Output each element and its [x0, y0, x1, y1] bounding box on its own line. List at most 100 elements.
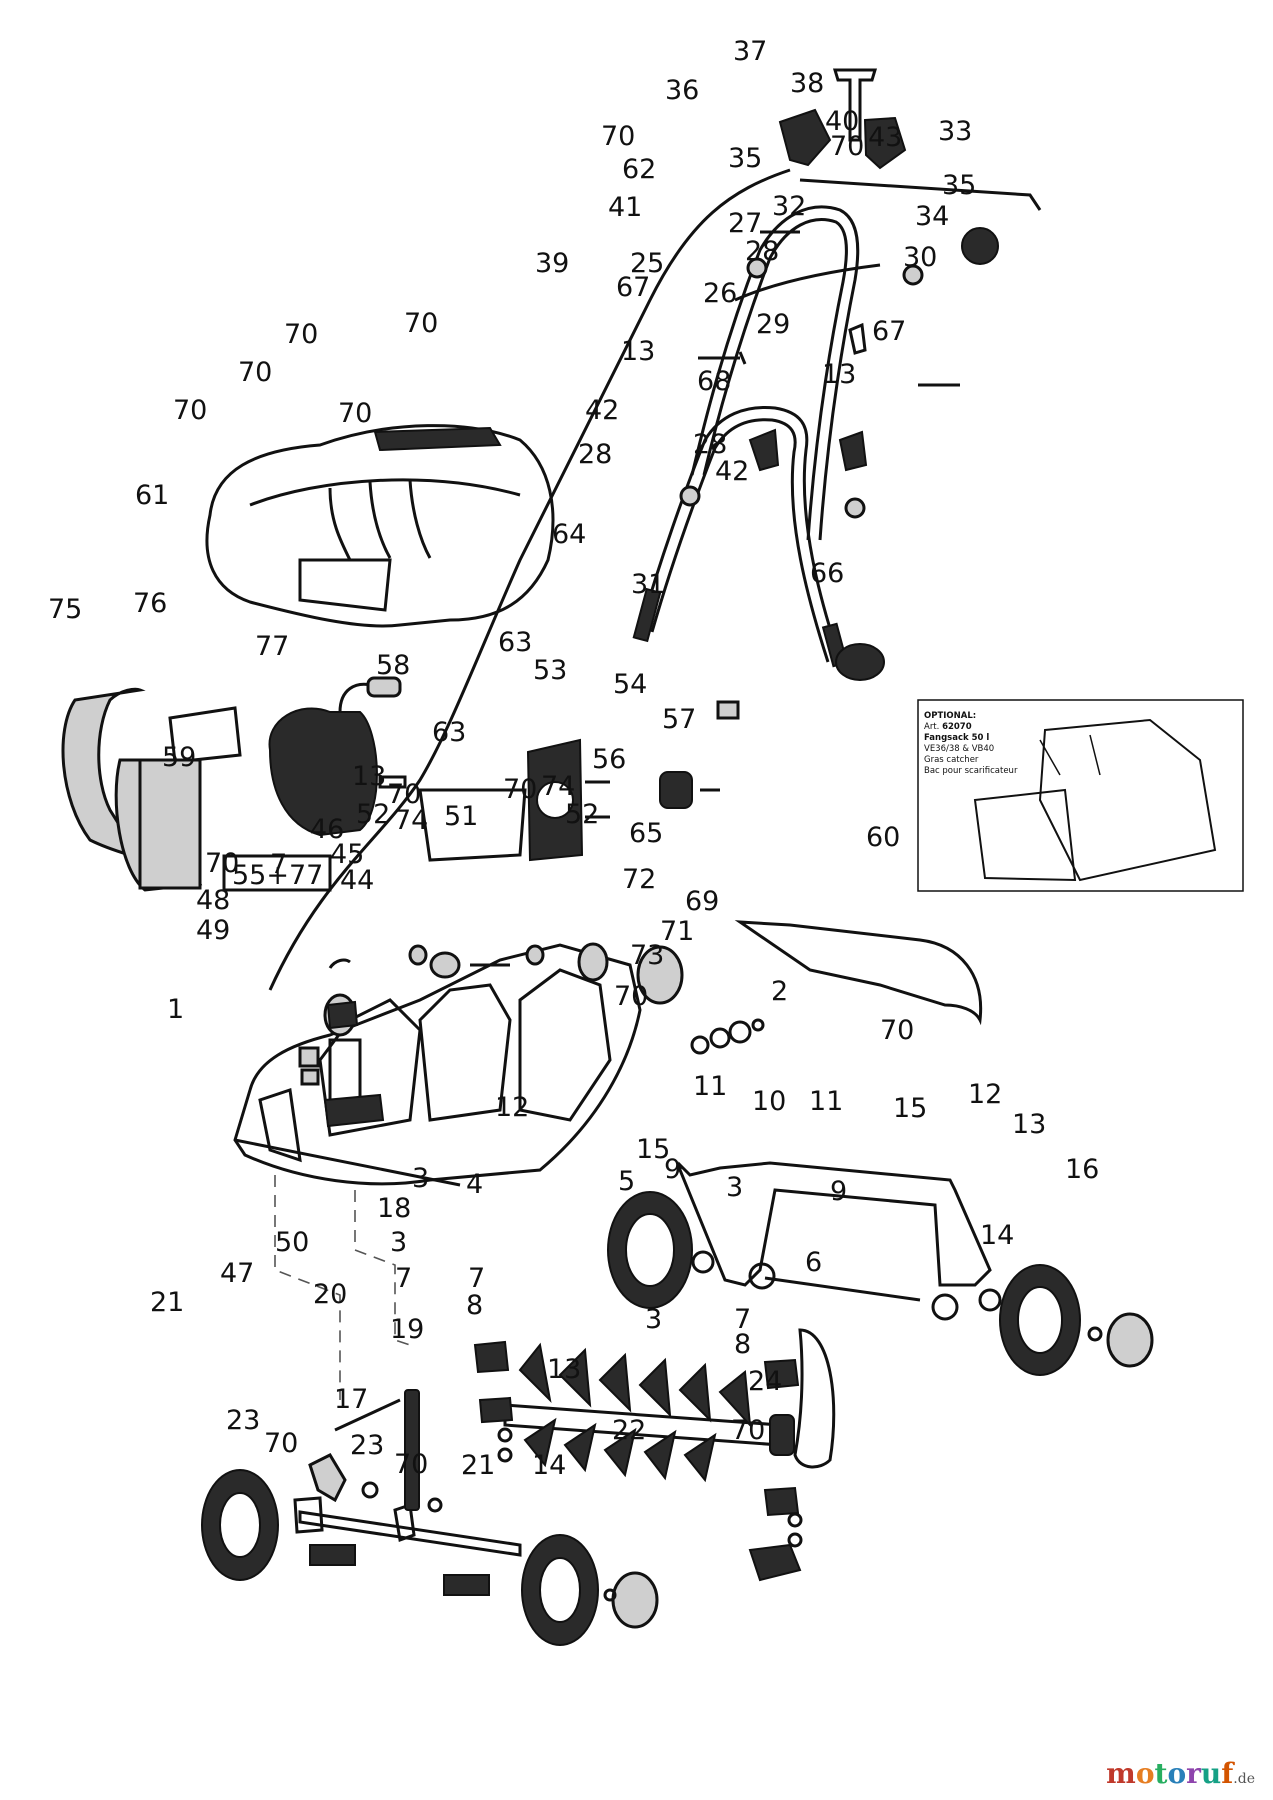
part-label-l70d: 70: [404, 308, 438, 339]
part-label-l38: 38: [790, 68, 824, 99]
watermark-letter: o: [1167, 1757, 1187, 1790]
inset-art-number: 62070: [942, 722, 972, 732]
part-label-l74b: 74: [394, 805, 428, 836]
part-label-l47: 47: [220, 1258, 254, 1289]
part-label-l70j: 70: [205, 848, 239, 879]
part-label-l70k: 70: [614, 981, 648, 1012]
control-cable: [799, 178, 1042, 211]
part-label-l21b: 21: [461, 1450, 495, 1481]
part-label-l21a: 21: [150, 1287, 184, 1318]
part-label-l30: 30: [903, 242, 937, 273]
watermark-letter: u: [1200, 1757, 1222, 1790]
part-label-l70n: 70: [264, 1428, 298, 1459]
part-label-l67b: 67: [872, 316, 906, 347]
part-label-l72: 72: [622, 864, 656, 895]
part-label-l12a: 12: [495, 1092, 529, 1123]
part-label-l34: 34: [915, 201, 949, 232]
rear-flap: [734, 920, 983, 1026]
motor-assembly: [61, 676, 407, 892]
part-label-l26: 26: [703, 278, 737, 309]
inset-line-5: Gras catcher: [924, 755, 979, 765]
part-label-l71: 71: [660, 916, 694, 947]
part-label-l39: 39: [535, 248, 569, 279]
switch-box: [778, 68, 907, 170]
part-label-l48: 48: [196, 885, 230, 916]
part-label-l70a: 70: [830, 131, 864, 162]
part-label-l14b: 14: [532, 1450, 566, 1481]
part-label-l33: 33: [938, 116, 972, 147]
inset-line-3: Fangsack 50 l: [924, 733, 989, 743]
part-label-l5: 5: [618, 1166, 635, 1197]
part-label-l69: 69: [685, 886, 719, 917]
part-label-l9a: 9: [664, 1154, 681, 1185]
watermark-brand: motoruf: [1106, 1757, 1233, 1790]
part-label-l23a: 23: [226, 1405, 260, 1436]
part-label-l44: 44: [340, 865, 374, 896]
part-label-l43: 43: [868, 122, 902, 153]
part-label-l27: 27: [728, 208, 762, 239]
part-label-l54: 54: [613, 669, 647, 700]
part-label-l13b: 13: [822, 359, 856, 390]
part-label-l49: 49: [196, 915, 230, 946]
lower-handle: [632, 405, 849, 668]
part-label-l15a: 15: [893, 1093, 927, 1124]
part-label-l18: 18: [377, 1193, 411, 1224]
part-label-l15b: 15: [636, 1134, 670, 1165]
part-label-l32: 32: [772, 191, 806, 222]
part-label-l24: 24: [748, 1366, 782, 1397]
part-label-l63b: 63: [432, 717, 466, 748]
watermark: motoruf.de: [1106, 1757, 1255, 1790]
cable-clip-knobs: [679, 227, 999, 720]
front-axle: [201, 1389, 659, 1646]
part-label-l7b: 7: [395, 1263, 412, 1294]
watermark-letter: o: [1135, 1757, 1155, 1790]
part-label-l3c: 3: [390, 1227, 407, 1258]
part-label-l28a: 28: [745, 236, 779, 267]
part-label-l70g: 70: [338, 398, 372, 429]
part-label-l41: 41: [608, 192, 642, 223]
part-label-l13e: 13: [547, 1354, 581, 1385]
mower-deck: [233, 942, 642, 1187]
part-label-l42a: 42: [585, 395, 619, 426]
part-label-l70l: 70: [880, 1015, 914, 1046]
watermark-letter: m: [1106, 1757, 1136, 1790]
part-label-l7a: 7: [270, 849, 287, 880]
part-label-l37: 37: [733, 36, 767, 67]
part-label-l4: 4: [466, 1169, 483, 1200]
part-label-l9b: 9: [830, 1176, 847, 1207]
part-label-l53: 53: [533, 655, 567, 686]
part-label-l13a: 13: [621, 336, 655, 367]
part-label-l29: 29: [756, 309, 790, 340]
bolts-handle: [698, 230, 960, 387]
assembly-guide-lines: [274, 1175, 411, 1400]
part-label-l3b: 3: [726, 1172, 743, 1203]
rear-wheels: [607, 1191, 1154, 1376]
part-label-l77: 77: [255, 631, 289, 662]
part-label-l22: 22: [612, 1415, 646, 1446]
part-label-l2: 2: [771, 976, 788, 1007]
part-label-l17: 17: [334, 1384, 368, 1415]
part-label-l10: 10: [752, 1086, 786, 1117]
part-label-l63a: 63: [498, 627, 532, 658]
part-label-l75: 75: [48, 594, 82, 625]
part-label-l19: 19: [390, 1314, 424, 1345]
part-label-l8b: 8: [734, 1329, 751, 1360]
part-label-l52b: 52: [565, 799, 599, 830]
part-label-l16: 16: [1065, 1154, 1099, 1185]
inset-art-prefix: Art.: [924, 722, 939, 732]
part-label-l35a: 35: [728, 143, 762, 174]
part-label-l66: 66: [810, 558, 844, 589]
part-label-l52a: 52: [356, 799, 390, 830]
part-label-l23b: 23: [350, 1430, 384, 1461]
inset-line-6: Bac pour scarificateur: [924, 766, 1018, 776]
watermark-tld: .de: [1233, 1771, 1255, 1787]
scarifier-roller: [473, 1328, 836, 1582]
motor-mount: [418, 738, 720, 862]
part-label-l31: 31: [631, 569, 665, 600]
part-label-l3a: 3: [412, 1163, 429, 1194]
part-label-l28b: 28: [578, 439, 612, 470]
part-label-l70b: 70: [601, 121, 635, 152]
watermark-letter: t: [1154, 1757, 1168, 1790]
part-label-l25: 25: [630, 248, 664, 279]
